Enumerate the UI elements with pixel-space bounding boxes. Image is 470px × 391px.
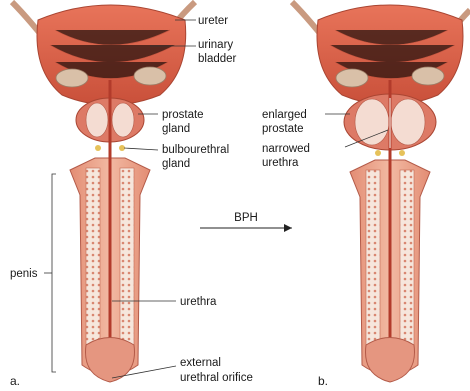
seminal-vesicle-left-a <box>56 69 88 87</box>
seminal-vesicle-right-b <box>412 67 444 85</box>
label-orifice-a-2: urethral orifice <box>180 372 253 384</box>
panel-label-b: b. <box>318 374 328 388</box>
panel-label-a: a. <box>10 374 20 388</box>
label-enlarged-prostate-b-2: prostate <box>262 123 304 135</box>
label-enlarged-prostate-b-1: enlarged <box>262 109 307 121</box>
label-bulbourethral-a-2: gland <box>162 158 190 170</box>
label-ureter-a: ureter <box>198 15 228 27</box>
label-orifice-a-1: external <box>180 357 221 369</box>
diagram-a <box>12 2 195 382</box>
bph-label: BPH <box>234 212 258 224</box>
seminal-vesicle-left-b <box>336 69 368 87</box>
label-penis-a: penis <box>10 268 38 280</box>
label-narrowed-urethra-b-2: urethra <box>262 157 299 169</box>
label-narrowed-urethra-b-1: narrowed <box>262 143 310 155</box>
bulbourethral-gland-left-a <box>95 145 101 151</box>
label-bladder-a-1: urinary <box>198 39 233 51</box>
glans-b <box>366 338 415 383</box>
label-bladder-a-2: bladder <box>198 53 237 65</box>
bph-arrow <box>200 224 292 232</box>
seminal-vesicle-right-a <box>134 67 166 85</box>
label-bulbourethral-a-1: bulbourethral <box>162 144 229 156</box>
diagram-b <box>292 2 470 382</box>
label-prostate-a-2: gland <box>162 123 190 135</box>
label-urethra-a: urethra <box>180 296 217 308</box>
label-prostate-a-1: prostate <box>162 109 204 121</box>
